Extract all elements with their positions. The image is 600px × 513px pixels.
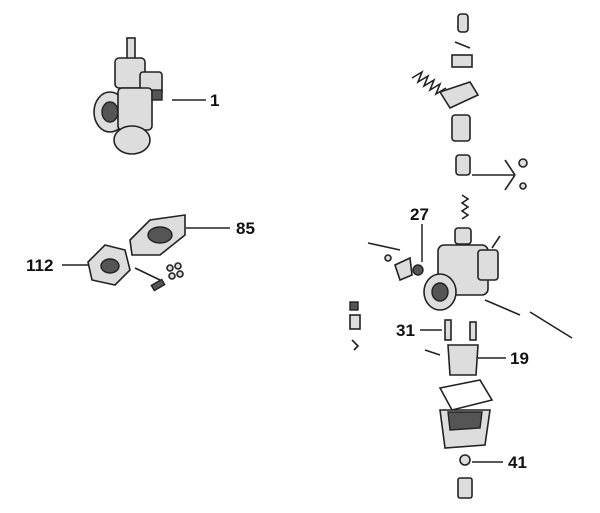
label-31: 31 — [396, 321, 415, 340]
label-1: 1 — [210, 91, 219, 110]
label-41: 41 — [508, 453, 527, 472]
exploded-stack-drawing — [349, 13, 573, 499]
label-112: 112 — [26, 256, 53, 275]
label-27: 27 — [410, 205, 429, 224]
label-19: 19 — [510, 349, 529, 368]
gasket-drawing — [87, 244, 184, 292]
label-85: 85 — [236, 219, 255, 238]
intake-flange-drawing — [129, 214, 186, 256]
carburetor-assembly-drawing — [93, 37, 163, 155]
